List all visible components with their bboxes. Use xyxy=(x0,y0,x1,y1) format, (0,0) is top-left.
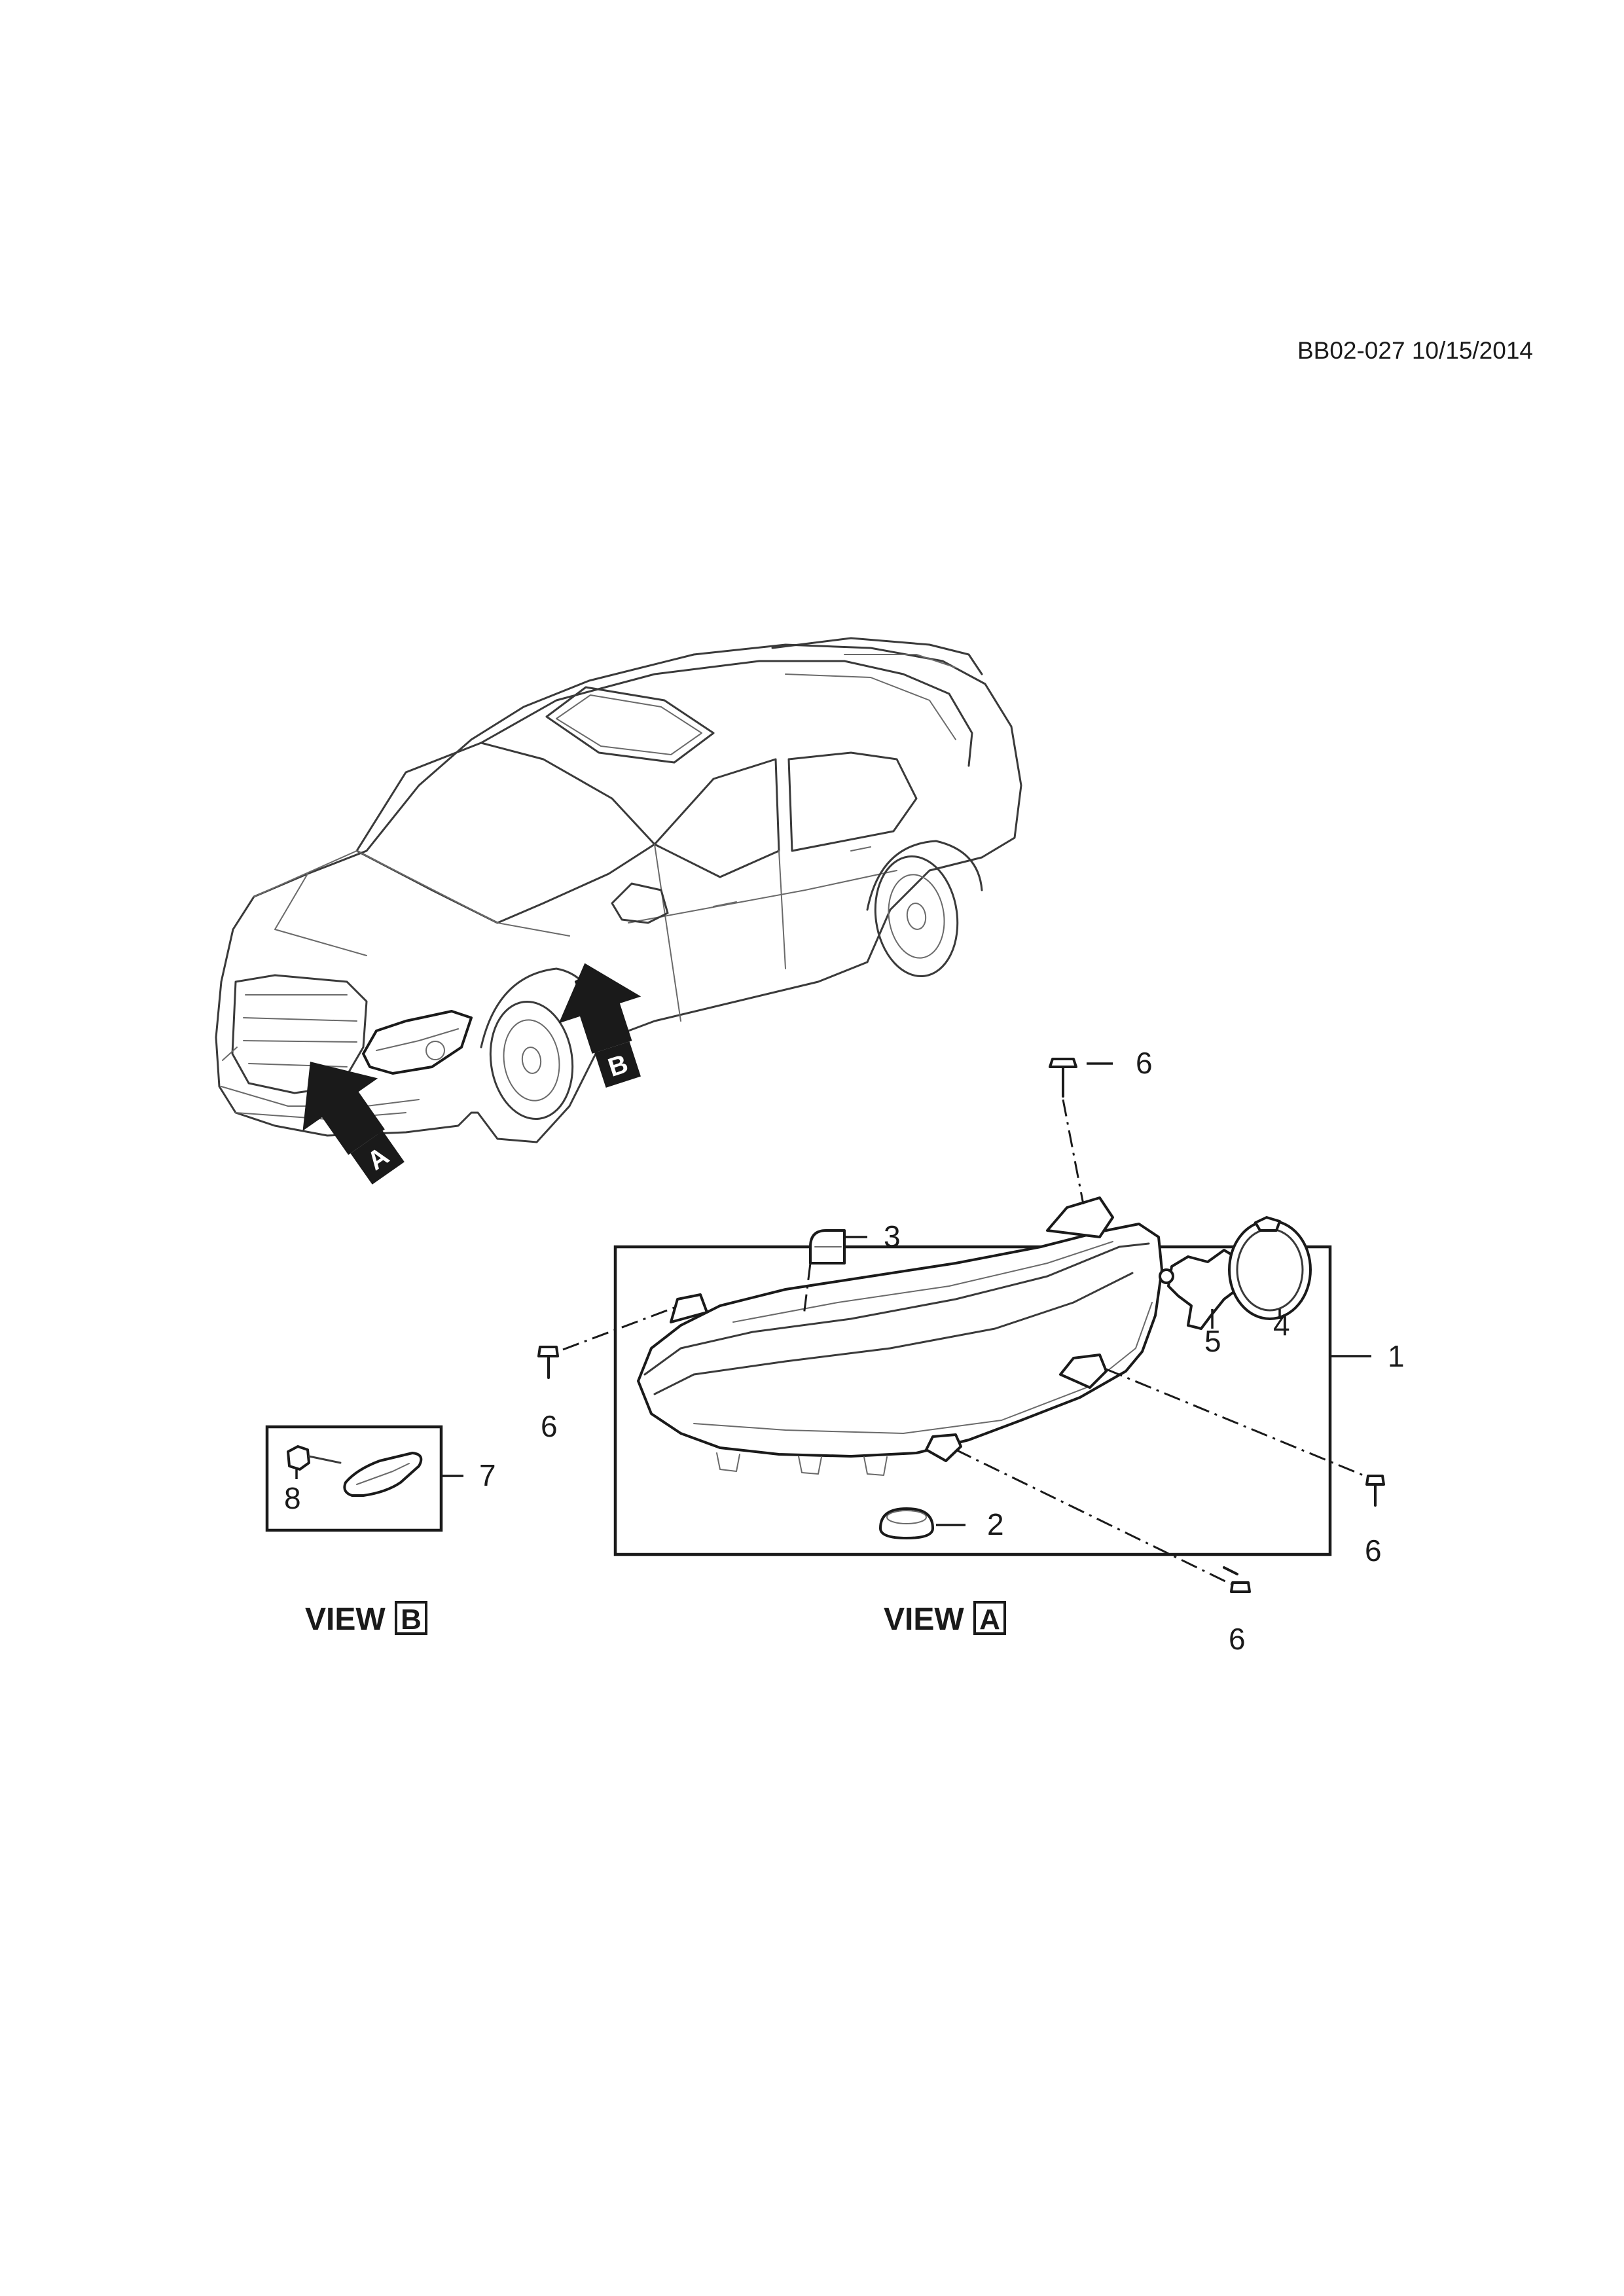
screw-6-top xyxy=(1049,1058,1085,1205)
view-b-word: VIEW xyxy=(305,1602,386,1637)
screw-6-left xyxy=(537,1306,675,1379)
view-a-word: VIEW xyxy=(884,1602,964,1637)
headlamp-assembly xyxy=(637,1196,1163,1476)
side-marker-lamp-7 xyxy=(343,1452,423,1497)
callout-6-right: 6 xyxy=(1365,1534,1382,1568)
callout-6-top: 6 xyxy=(1136,1046,1153,1080)
diagram-reference: BB02-027 10/15/2014 xyxy=(1297,337,1533,364)
callout-3: 3 xyxy=(884,1219,901,1253)
view-a-key: A xyxy=(979,1604,1000,1636)
callout-6-left: 6 xyxy=(541,1409,558,1443)
callout-2: 2 xyxy=(987,1507,1004,1541)
view-b-frame xyxy=(265,1425,443,1532)
callout-7: 7 xyxy=(479,1458,496,1492)
grommet-2 xyxy=(879,1507,934,1539)
bulb-socket-8 xyxy=(287,1445,342,1471)
retaining-ring-4 xyxy=(1228,1216,1312,1320)
screw-6-bottom xyxy=(955,1448,1251,1593)
view-a-frame xyxy=(613,1245,1332,1556)
bulb-3 xyxy=(803,1229,846,1316)
view-b-key: B xyxy=(401,1604,422,1636)
callout-6-bottom: 6 xyxy=(1229,1622,1246,1656)
callout-5: 5 xyxy=(1204,1324,1221,1358)
bulb-5 xyxy=(1159,1249,1242,1330)
arrow-b: B xyxy=(558,963,641,1088)
callout-8: 8 xyxy=(284,1481,301,1515)
view-b-title: VIEW B xyxy=(305,1601,427,1637)
arrow-a: A xyxy=(302,1062,405,1185)
vehicle-headlamp-highlight xyxy=(362,1010,473,1075)
callout-4: 4 xyxy=(1273,1308,1290,1342)
screw-6-right xyxy=(1106,1368,1385,1507)
view-a-title: VIEW A xyxy=(884,1601,1006,1637)
callout-1: 1 xyxy=(1388,1339,1405,1373)
